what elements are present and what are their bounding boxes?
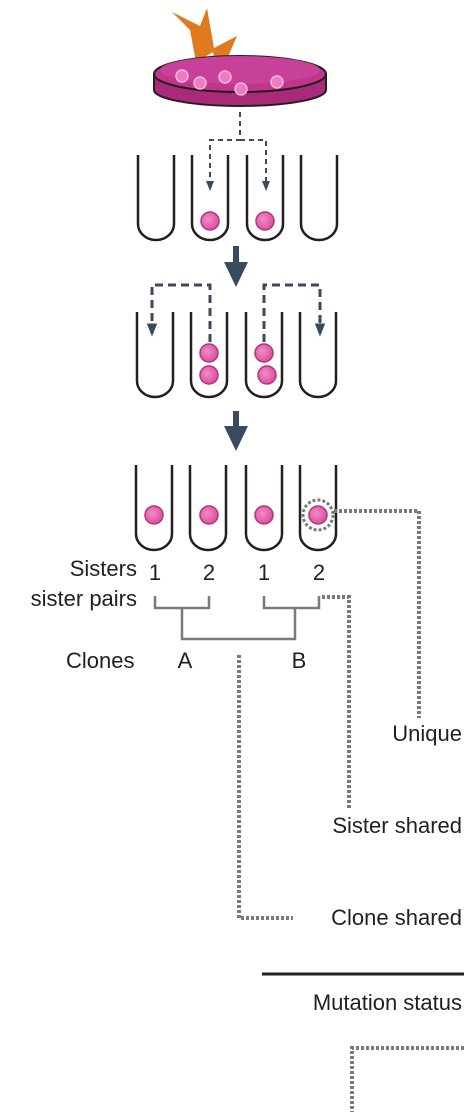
clones-label: Clones (66, 648, 135, 673)
clone-shared-label: Clone shared (331, 905, 462, 930)
well-row-1 (136, 155, 339, 242)
dish-cell (193, 76, 207, 90)
seeding-arrows (206, 112, 270, 191)
splitting-arrows (146, 283, 326, 342)
unique-label: Unique (392, 721, 462, 746)
well-row-3 (134, 465, 338, 552)
sister-shared-connector (322, 595, 351, 808)
dish-cell (234, 82, 248, 96)
sister-shared-label: Sister shared (332, 813, 462, 838)
sister-pairs-label: sister pairs (30, 586, 137, 611)
clone-bracket (180, 608, 297, 641)
dividing-cell (257, 365, 277, 385)
dotted-connectors (237, 509, 464, 1112)
sister-cell (308, 505, 328, 525)
sister-number-2: 2 (312, 560, 326, 585)
sister-number-2: 2 (202, 560, 216, 585)
dish-cell (175, 69, 189, 83)
sister-cell (199, 505, 219, 525)
clone-b-label: B (291, 648, 307, 673)
clone-a-label: A (177, 648, 193, 673)
highlighted-cell-ring (301, 498, 335, 532)
mutation-status-connector (350, 1046, 464, 1112)
row-2-cells (199, 343, 277, 385)
sister-number-1: 1 (257, 560, 271, 585)
row-1-cells (200, 211, 275, 231)
sister-pair-brackets (153, 596, 321, 610)
sisters-label: Sisters (69, 556, 137, 581)
dividing-cell (199, 343, 219, 363)
clone-shared-connector (237, 655, 293, 920)
expansion-arrow (224, 411, 248, 451)
dividing-cell (199, 365, 219, 385)
single-cell (200, 211, 220, 231)
dish-cell (270, 75, 284, 89)
culture-dish (153, 55, 327, 107)
mutation-status-heading: Mutation status (312, 990, 462, 1015)
single-cell (255, 211, 275, 231)
unique-connector (334, 509, 421, 718)
sister-cell (144, 505, 164, 525)
row-3-cells (144, 498, 335, 532)
sister-cell (254, 505, 274, 525)
dish-cell (218, 70, 232, 84)
sister-number-1: 1 (148, 560, 162, 585)
dividing-cell (254, 343, 274, 363)
well-row-2 (135, 312, 338, 399)
expansion-arrow (224, 246, 248, 287)
